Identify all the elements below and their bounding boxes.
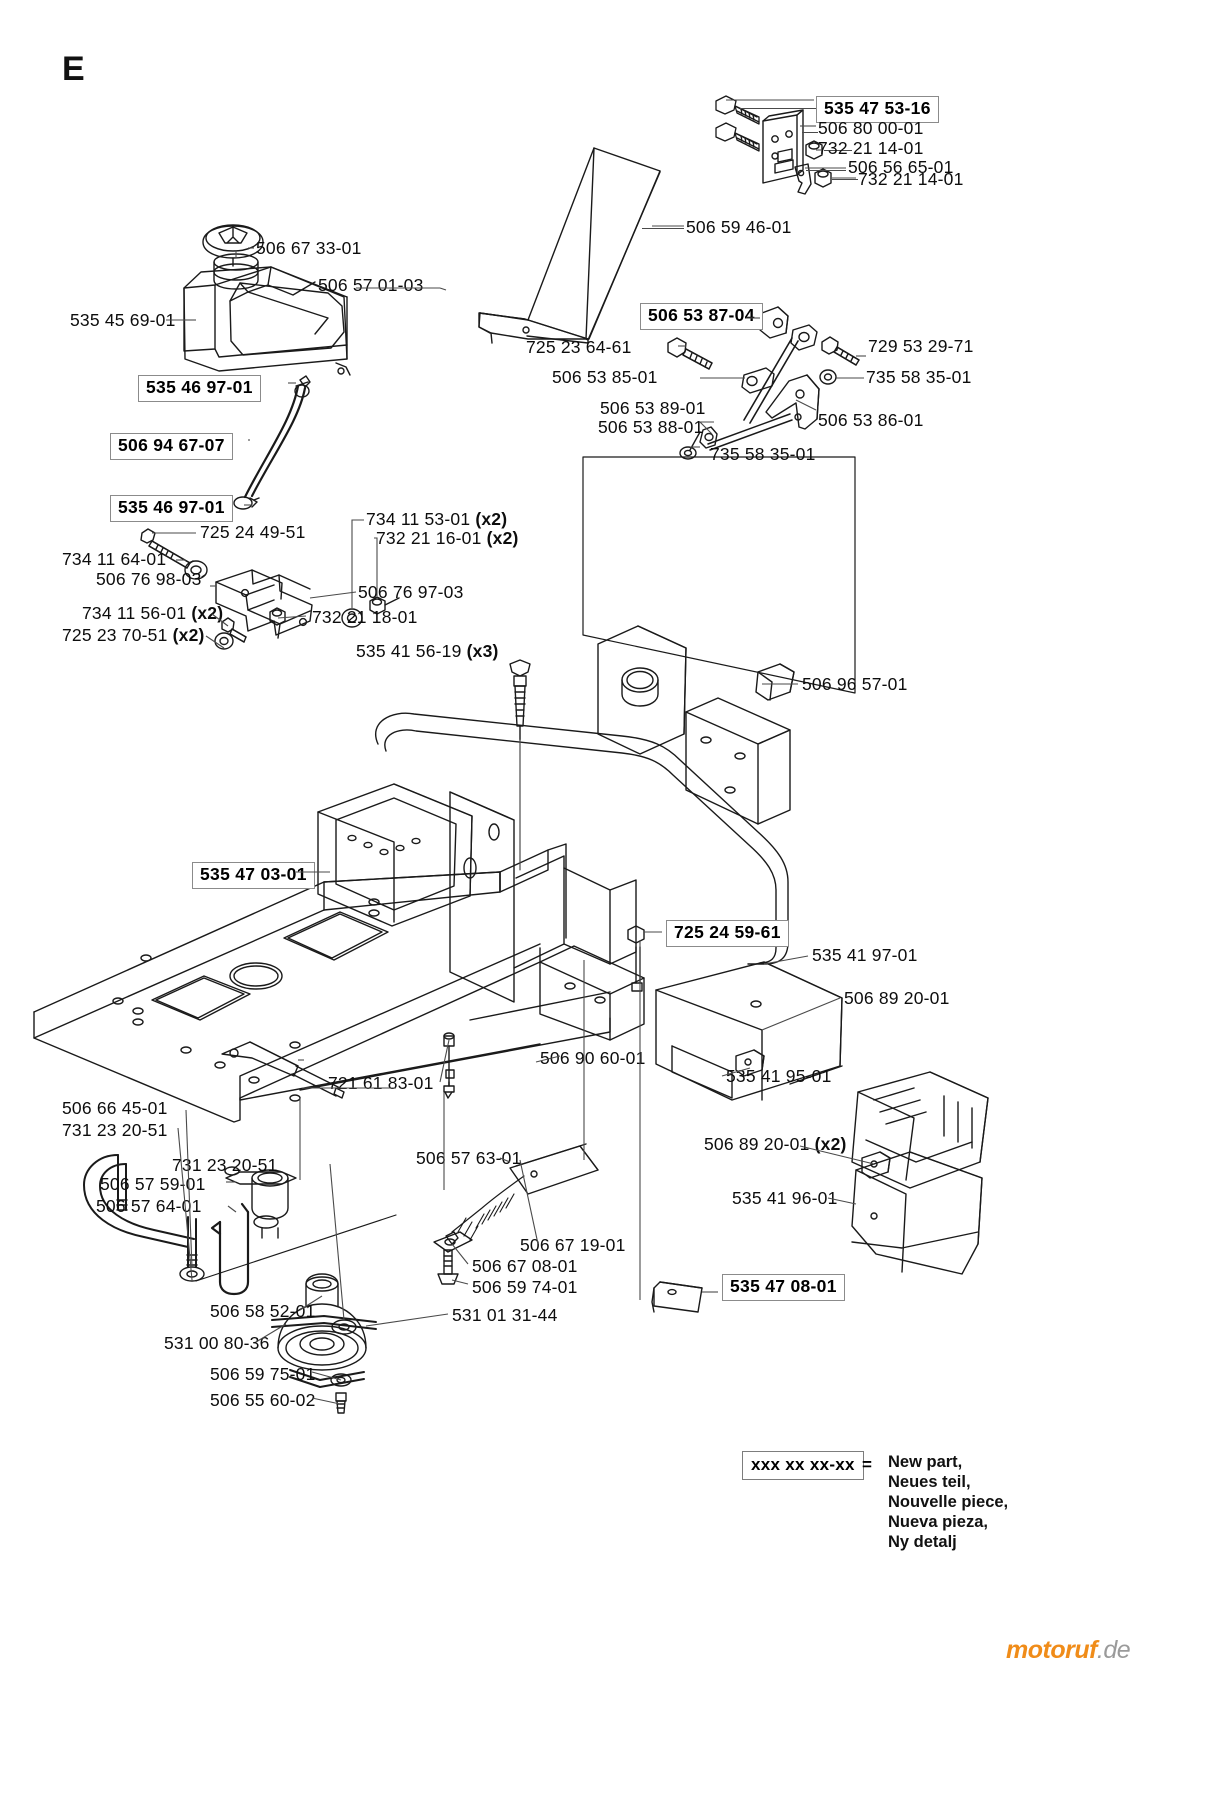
watermark: motoruf.de	[1006, 1636, 1131, 1665]
part-label: 734 11 64-01	[62, 549, 167, 569]
legend-line: Nueva pieza,	[888, 1513, 988, 1531]
part-qty: (x2)	[172, 625, 205, 645]
legend-line: New part,	[888, 1453, 963, 1471]
part-label: 506 66 45-01	[62, 1098, 168, 1118]
part-label: 506 56 65-01	[848, 157, 954, 177]
legend-line: Nouvelle piece,	[888, 1493, 1009, 1511]
part-label: 721 61 83-01	[328, 1073, 434, 1093]
part-label: 531 01 31-44	[452, 1305, 558, 1325]
leader	[824, 150, 852, 152]
part-label: 506 67 19-01	[520, 1235, 626, 1255]
part-label: 506 59 74-01	[472, 1277, 578, 1297]
part-label: 732 21 16-01 (x2)	[376, 528, 519, 548]
part-label: 725 24 49-51	[200, 522, 306, 542]
part-label: 506 59 75-01	[210, 1364, 316, 1384]
part-qty: (x2)	[475, 509, 508, 529]
part-label: 506 55 60-02	[210, 1390, 316, 1410]
part-label: 732 21 18-01	[312, 607, 418, 627]
leader	[642, 228, 684, 230]
part-label: 732 21 14-01	[818, 138, 924, 158]
part-label: 506 67 33-01	[256, 238, 362, 258]
part-label: 506 76 98-03	[96, 569, 202, 589]
leader	[806, 170, 846, 172]
part-number: 506 89 20-01	[704, 1134, 810, 1154]
part-label-boxed: 535 47 53-16	[816, 96, 939, 123]
part-label-boxed: 535 46 97-01	[138, 375, 261, 402]
part-label: 535 45 69-01	[70, 310, 176, 330]
part-qty: (x2)	[191, 603, 224, 623]
leader	[832, 179, 858, 181]
part-label: 734 11 56-01 (x2)	[82, 603, 224, 623]
part-label: 535 41 95-01	[726, 1066, 832, 1086]
part-label: 506 76 97-03	[358, 582, 464, 602]
part-label: 506 67 08-01	[472, 1256, 578, 1276]
part-label: 735 58 35-01	[866, 367, 972, 387]
part-label: 734 11 53-01 (x2)	[366, 509, 508, 529]
part-number: 734 11 56-01	[82, 603, 187, 623]
part-label: 731 23 20-51	[172, 1155, 278, 1175]
part-label: 535 41 96-01	[732, 1188, 838, 1208]
legend-code: xxx xx xx-xx	[742, 1451, 864, 1480]
part-label: 735 58 35-01	[710, 444, 816, 464]
part-number: 734 11 53-01	[366, 509, 471, 529]
part-label-boxed: 506 94 67-07	[110, 433, 233, 460]
part-number: 725 23 70-51	[62, 625, 168, 645]
part-label: 725 23 64-61	[526, 337, 632, 357]
part-label: 506 96 57-01	[802, 674, 908, 694]
part-label-boxed: 535 47 03-01	[192, 862, 315, 889]
legend-line: Neues teil,	[888, 1473, 971, 1491]
part-label: 506 90 60-01	[540, 1048, 646, 1068]
part-label: 729 53 29-71	[868, 336, 974, 356]
part-label: 506 53 85-01	[552, 367, 658, 387]
sheet-letter: E	[62, 50, 85, 88]
part-label: 535 41 97-01	[812, 945, 918, 965]
part-label: 725 23 70-51 (x2)	[62, 625, 205, 645]
part-label: 506 57 01-03	[318, 275, 424, 295]
part-label: 506 53 88-01	[598, 417, 704, 437]
part-label: 506 57 64-01	[96, 1196, 202, 1216]
part-label: 731 23 20-51	[62, 1120, 168, 1140]
part-label-boxed: 725 24 59-61	[666, 920, 789, 947]
part-label: 506 89 20-01	[844, 988, 950, 1008]
legend-text: New part, Neues teil, Nouvelle piece, Nu…	[888, 1452, 1008, 1552]
part-label-boxed: 535 46 97-01	[110, 495, 233, 522]
part-label: 732 21 14-01	[858, 169, 964, 189]
leader	[802, 132, 818, 134]
part-label: 506 57 63-01	[416, 1148, 522, 1168]
part-label-boxed: 506 53 87-04	[640, 303, 763, 330]
leader	[740, 108, 818, 110]
part-label: 535 41 56-19 (x3)	[356, 641, 499, 661]
watermark-main: motoruf	[1006, 1636, 1097, 1664]
watermark-suffix: .de	[1096, 1636, 1131, 1664]
part-label: 506 58 52-01	[210, 1301, 316, 1321]
part-number: 732 21 16-01	[376, 528, 482, 548]
part-number: 535 41 56-19	[356, 641, 462, 661]
part-label: 506 59 46-01	[686, 217, 792, 237]
part-label: 506 89 20-01 (x2)	[704, 1134, 847, 1154]
part-qty: (x2)	[814, 1134, 847, 1154]
part-label: 506 53 86-01	[818, 410, 924, 430]
part-label: 506 57 59-01	[100, 1174, 206, 1194]
legend-equals: =	[862, 1455, 872, 1474]
part-label: 506 80 00-01	[818, 118, 924, 138]
part-label: 506 53 89-01	[600, 398, 706, 418]
legend-line: Ny detalj	[888, 1533, 957, 1551]
part-qty: (x2)	[486, 528, 519, 548]
part-qty: (x3)	[466, 641, 499, 661]
part-label: 531 00 80-36	[164, 1333, 270, 1353]
part-label-boxed: 535 47 08-01	[722, 1274, 845, 1301]
